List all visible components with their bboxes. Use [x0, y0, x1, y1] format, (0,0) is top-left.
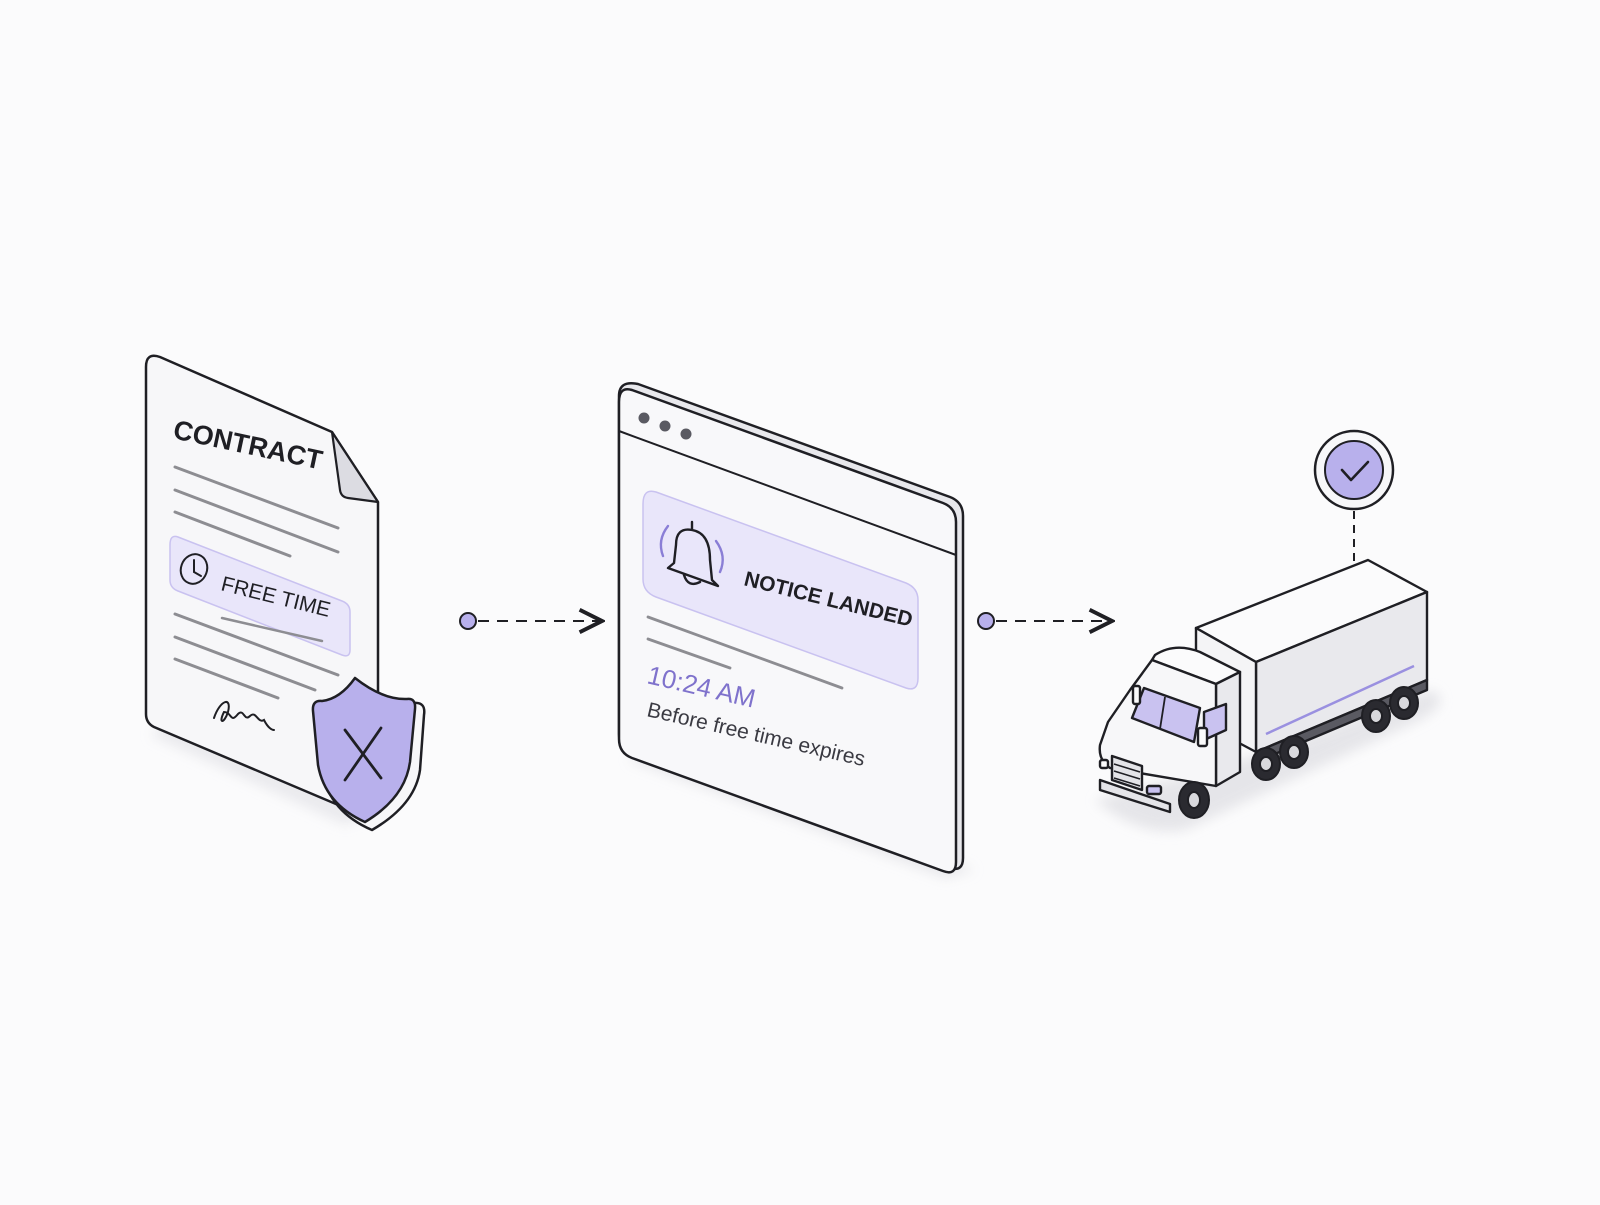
- flow-arrow-1: [459, 613, 602, 629]
- grille: [1110, 754, 1144, 792]
- notice-banner: NOTICE LANDED: [642, 490, 919, 690]
- flow-arrow-2: [977, 613, 1112, 629]
- signature-icon: [213, 701, 275, 731]
- clock-icon: [179, 553, 209, 585]
- truck-icon: [1095, 429, 1441, 832]
- trailer-wheels: [1251, 686, 1419, 781]
- contract-text-lines: [173, 465, 340, 700]
- bell-icon: [666, 520, 720, 588]
- shield-x-icon: [311, 676, 426, 832]
- notice-text-lines: [646, 615, 844, 690]
- page-fold: [330, 430, 380, 504]
- cab-wheel: [1178, 781, 1210, 819]
- checkmark-icon: [1313, 429, 1395, 511]
- truck-cab: [1098, 646, 1242, 814]
- window-controls: [638, 412, 692, 440]
- bell-ring-marks: [659, 524, 724, 574]
- windshield: [1130, 686, 1202, 744]
- window-titlebar-divider: [618, 430, 957, 556]
- notice-window: NOTICE LANDED 10:24 AM Before free time …: [617, 382, 975, 878]
- contract-document: CONTRACT FREE TIME: [144, 354, 426, 832]
